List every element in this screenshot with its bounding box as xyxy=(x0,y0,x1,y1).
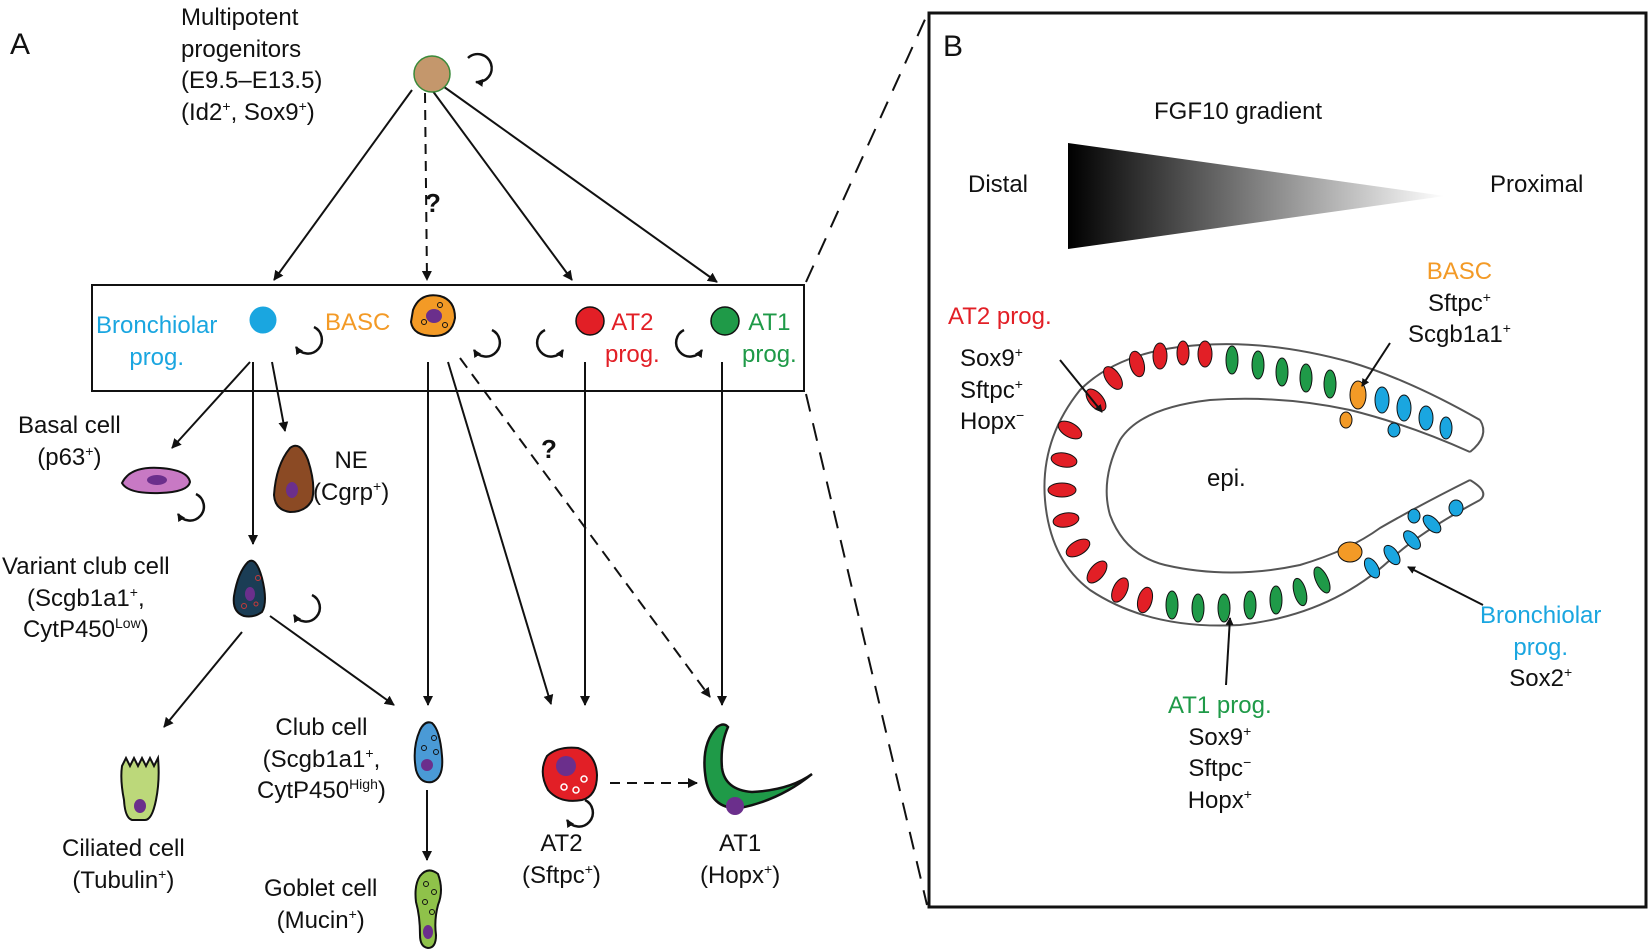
multipotent-progenitor-cell xyxy=(413,55,451,93)
zoom-lines xyxy=(805,14,928,906)
club-cell xyxy=(413,721,444,784)
multipotent-label: Multipotent progenitors (E9.5–E13.5) (Id… xyxy=(181,4,323,127)
variant-club-cell-label: Variant club cell (Scgb1a1+, CytP450Low) xyxy=(2,553,170,644)
panel-b-frame xyxy=(927,11,1648,909)
basc-label: BASC xyxy=(325,309,391,336)
uncertain-lineage-mark: ? xyxy=(541,434,557,464)
at1-cell xyxy=(703,723,813,815)
epithelium-label: epi. xyxy=(1207,465,1246,492)
goblet-cell-label: Goblet cell (Mucin+) xyxy=(264,875,378,934)
at2-cell xyxy=(541,746,599,802)
basc-annotation: BASC Sftpc+ Scgb1a1+ xyxy=(1408,258,1511,349)
at2-prog-label: AT2 prog. xyxy=(605,309,660,368)
at2-prog-annotation-markers: Sox9+ Sftpc+ Hopx− xyxy=(960,344,1025,436)
at2-cell-label: AT2 (Sftpc+) xyxy=(522,830,601,889)
basal-cell-label: Basal cell (p63+) xyxy=(18,412,121,471)
basc-cell xyxy=(409,294,457,338)
progenitor-box xyxy=(91,284,805,392)
bronchiolar-progenitor-cell xyxy=(249,306,277,334)
fgf10-gradient-wedge xyxy=(1068,143,1445,249)
ne-cell xyxy=(272,444,315,514)
ciliated-cell xyxy=(120,754,160,821)
self-renewal-arrows xyxy=(176,52,704,829)
lineage-arrows xyxy=(163,83,727,861)
uncertain-lineage-mark: ? xyxy=(425,188,441,218)
basal-cell xyxy=(120,466,192,495)
panel-a-letter: A xyxy=(10,28,31,61)
bronchiolar-prog-annotation: Bronchiolar prog. Sox2+ xyxy=(1480,602,1602,693)
club-cell-label: Club cell (Scgb1a1+, CytP450High) xyxy=(257,714,386,805)
at1-cell-label: AT1 (Hopx+) xyxy=(700,830,781,889)
at1-prog-label: AT1 prog. xyxy=(742,309,797,368)
at1-progenitor-cell xyxy=(710,306,740,336)
at2-prog-annotation-title: AT2 prog. xyxy=(948,303,1052,330)
distal-label: Distal xyxy=(968,171,1029,198)
goblet-cell xyxy=(414,869,442,950)
at2-progenitor-cell xyxy=(575,306,605,336)
proximal-label: Proximal xyxy=(1490,171,1584,198)
epithelium xyxy=(1043,343,1485,627)
at1-prog-annotation: AT1 prog. Sox9+ Sftpc− Hopx+ xyxy=(1168,692,1272,815)
panel-b-pointers xyxy=(1059,342,1484,686)
ne-cell-label: NE (Cgrp+) xyxy=(313,447,390,506)
variant-club-cell xyxy=(232,559,266,618)
gradient-title: FGF10 gradient xyxy=(1154,98,1323,125)
bronchiolar-prog-label: Bronchiolar prog. xyxy=(96,312,218,371)
panel-b-letter: B xyxy=(943,30,964,63)
ciliated-cell-label: Ciliated cell (Tubulin+) xyxy=(62,835,185,894)
epithelial-nuclei xyxy=(1047,340,1464,623)
